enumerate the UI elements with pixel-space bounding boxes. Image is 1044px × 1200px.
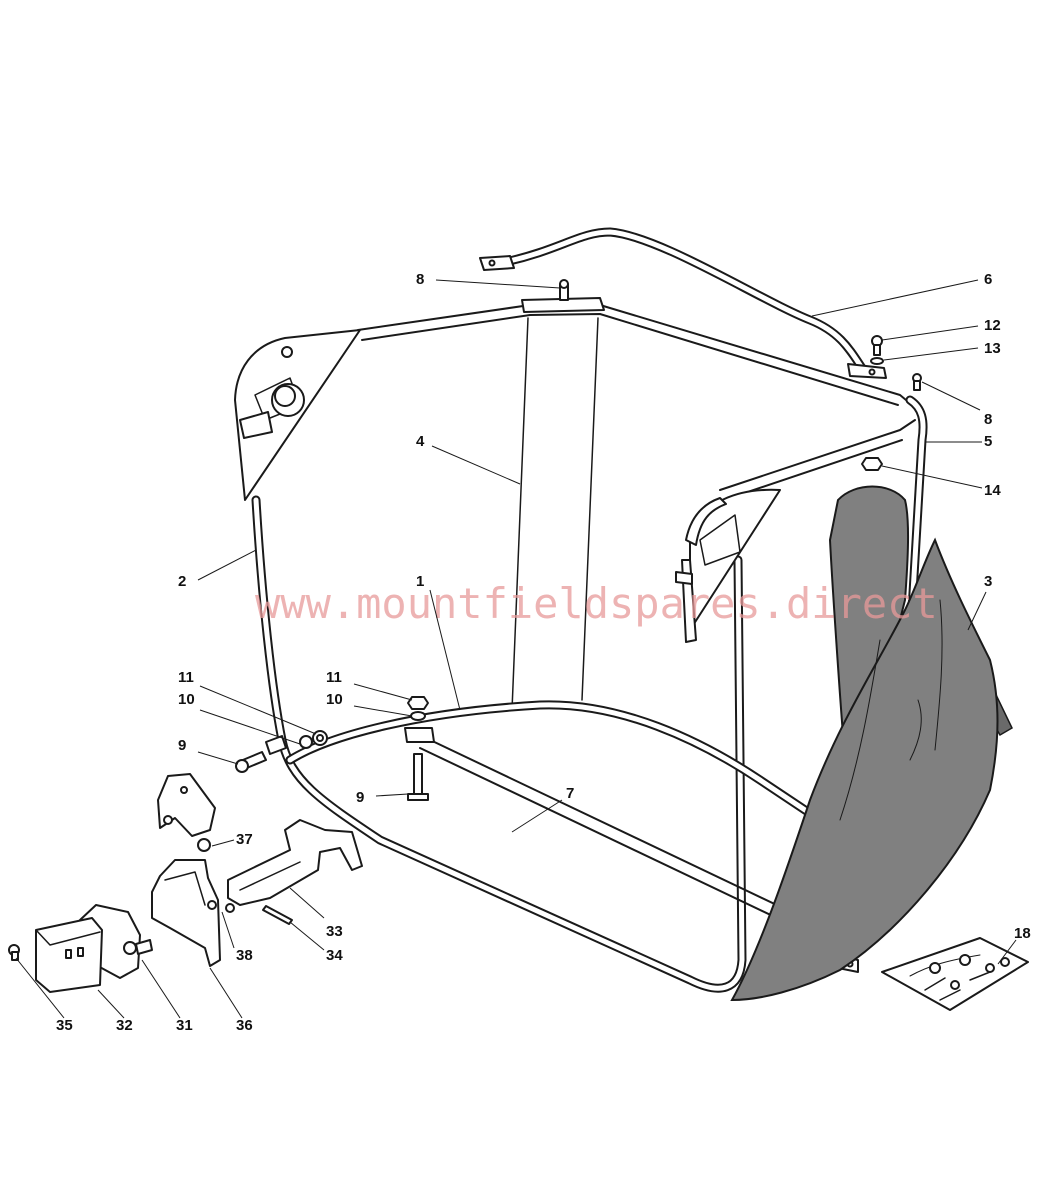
callout-10-middle: 10 — [326, 691, 343, 708]
callout-32: 32 — [116, 1017, 133, 1034]
latch-assembly — [8, 773, 363, 993]
callout-37: 37 — [236, 831, 253, 848]
callout-31: 31 — [176, 1017, 193, 1034]
callout-11-middle: 11 — [326, 669, 342, 686]
right-side-plate — [675, 488, 781, 643]
callout-6: 6 — [984, 271, 992, 288]
callout-13: 13 — [984, 340, 1001, 357]
hardware-kit-bag — [881, 937, 1029, 1011]
callout-33: 33 — [326, 923, 343, 940]
callout-12: 12 — [984, 317, 1001, 334]
callout-9-middle: 9 — [356, 789, 364, 806]
callout-2: 2 — [178, 573, 186, 590]
callout-8-top: 8 — [416, 271, 424, 288]
fabric-panel — [511, 317, 599, 711]
callout-5: 5 — [984, 433, 992, 450]
callout-labels: 8 6 12 13 8 4 5 14 2 1 3 11 10 11 10 9 9… — [56, 271, 1031, 1034]
callout-3: 3 — [984, 573, 992, 590]
watermark-text: www.mountfieldspares.direct — [255, 579, 938, 628]
callout-14: 14 — [984, 482, 1001, 499]
grass-bag — [730, 485, 1013, 1002]
top-handle-bar — [479, 227, 887, 379]
callout-8-right: 8 — [984, 411, 992, 428]
callout-10-left: 10 — [178, 691, 195, 708]
callout-9-left: 9 — [178, 737, 186, 754]
callout-7: 7 — [566, 785, 574, 802]
left-side-plate — [234, 329, 361, 501]
leader-lines — [15, 279, 1017, 1019]
hardware-small-parts — [235, 279, 922, 801]
callout-11-left: 11 — [178, 669, 194, 686]
right-rear-tube — [905, 395, 928, 615]
callout-4: 4 — [416, 433, 425, 450]
callout-35: 35 — [56, 1017, 73, 1034]
main-frame-tube — [251, 495, 855, 993]
callout-18: 18 — [1014, 925, 1031, 942]
callout-36: 36 — [236, 1017, 253, 1034]
callout-38: 38 — [236, 947, 253, 964]
callout-1: 1 — [416, 573, 424, 590]
upper-frame-rim — [357, 297, 919, 501]
callout-34: 34 — [326, 947, 343, 964]
